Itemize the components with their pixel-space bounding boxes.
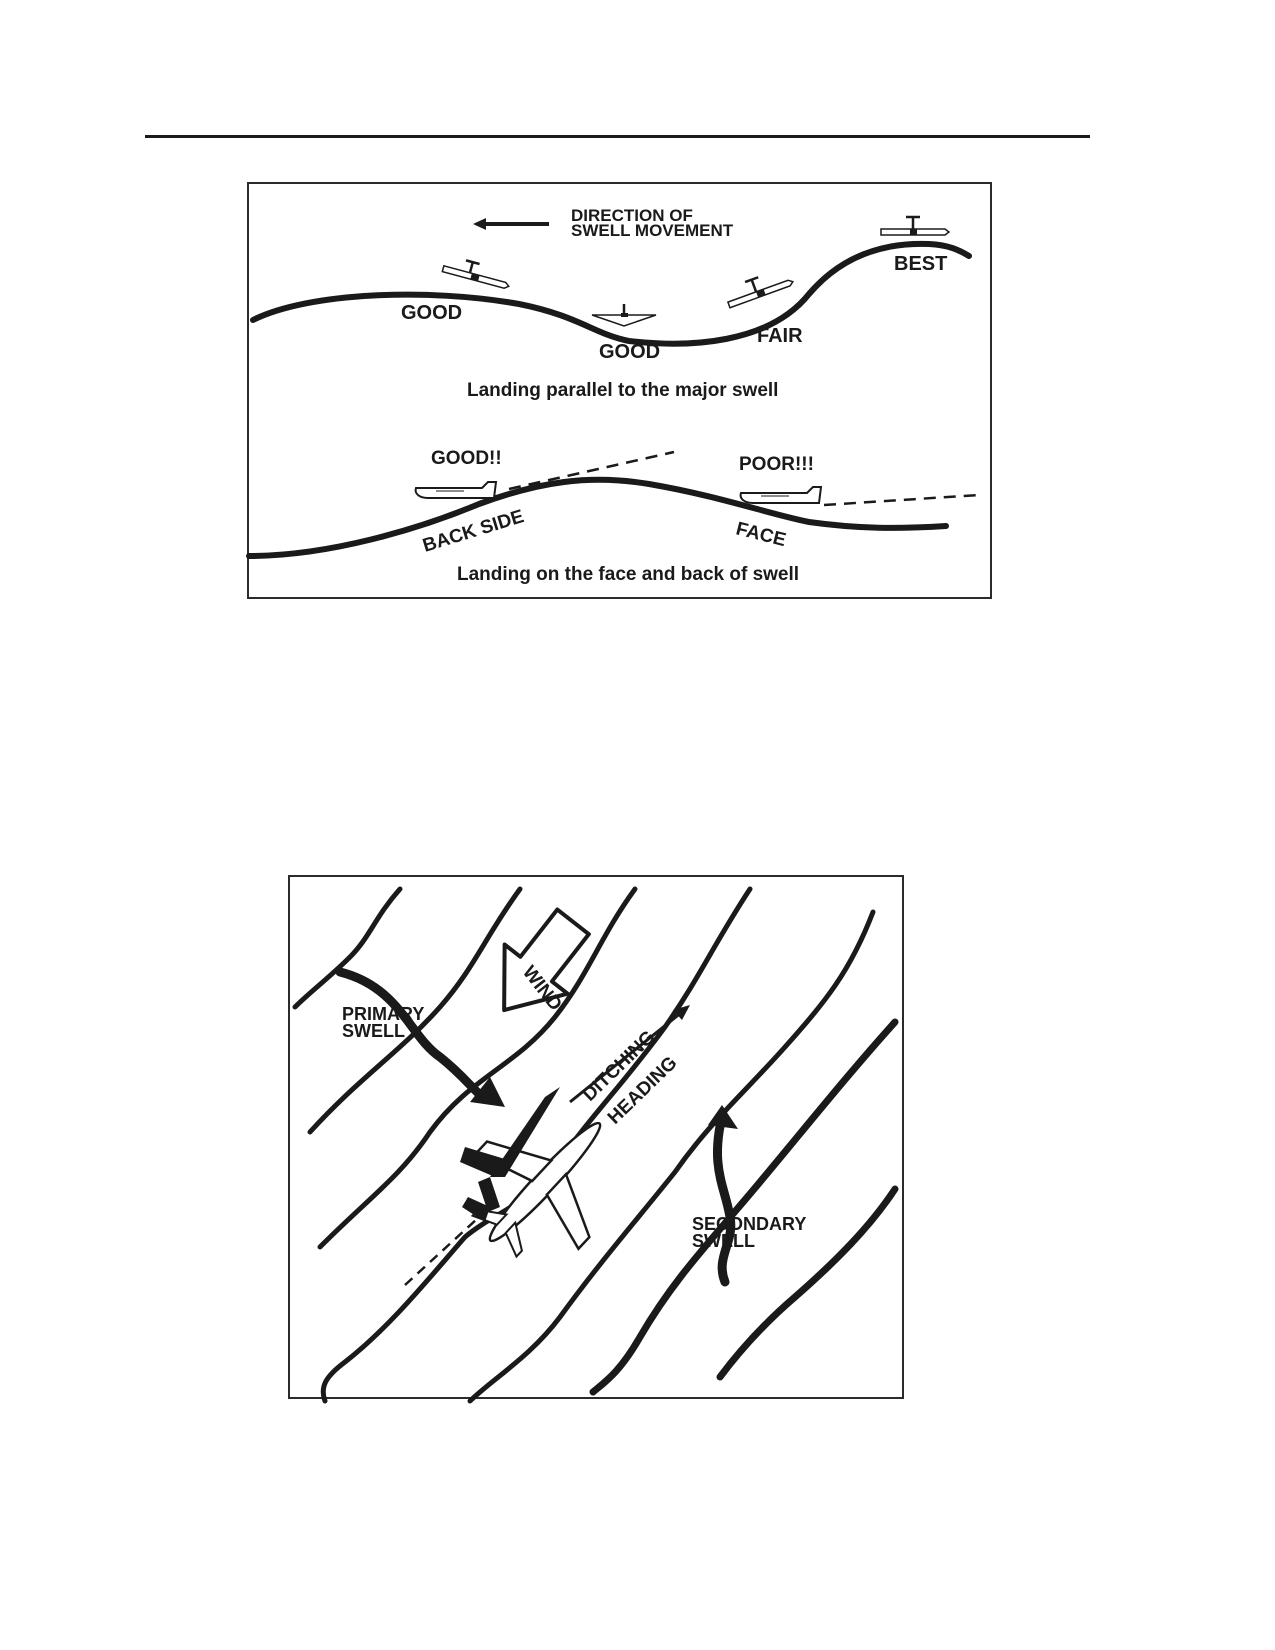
secondary-swell-arrow [708,1105,738,1287]
primary-swell-arrow [335,967,505,1107]
position-label-best: BEST [894,253,947,275]
direction-label-line1: DIRECTION OF [571,206,693,225]
caption-face-back: Landing on the face and back of swell [457,564,799,585]
approach-track [404,1206,491,1286]
approach-path-back [508,450,675,491]
header-rule [145,135,1090,138]
position-label-good-1: GOOD [401,302,462,324]
arrow-left-icon [473,218,549,230]
airplane-icon [414,481,498,499]
ditching-heading-arrow [569,1005,690,1104]
swell-landing-diagram: DIRECTION OF SWELL MOVEMENT GOOD GOOD [246,182,992,599]
back-side-label: BACK SIDE [420,506,526,557]
swell-landing-svg: DIRECTION OF SWELL MOVEMENT GOOD GOOD [246,206,980,585]
airplane-icon [726,276,795,309]
approach-path-face [823,493,980,507]
wind-arrow-icon [502,907,591,1013]
airplane-icon [591,304,657,327]
primary-swell-label-line1: PRIMARY [342,1004,424,1024]
poor-exclaim-label: POOR!!! [739,454,814,475]
caption-parallel: Landing parallel to the major swell [467,380,778,401]
airplane-icon [470,1121,602,1259]
ditching-heading-diagram: WIND DITCHING HEADING [288,875,904,1404]
primary-swell-label-line2: SWELL [342,1021,405,1041]
direction-label-line2: SWELL MOVEMENT [571,221,734,240]
secondary-swell-label-line1: SECONDARY [692,1214,806,1234]
secondary-swell-label-line2: SWELL [692,1231,755,1251]
face-back-swell-curve [246,476,949,559]
face-label: FACE [734,518,788,551]
airplane-icon [880,215,951,236]
major-swell-curve [250,240,972,347]
airplane-icon [739,486,823,504]
position-label-fair: FAIR [757,325,803,347]
airplane-shadow [460,1087,560,1222]
ditching-heading-svg: WIND DITCHING HEADING [292,886,899,1404]
airplane-icon [441,259,510,289]
good-exclaim-label: GOOD!! [431,448,502,469]
secondary-swell-lines [589,1018,899,1396]
position-label-good-2: GOOD [599,341,660,363]
